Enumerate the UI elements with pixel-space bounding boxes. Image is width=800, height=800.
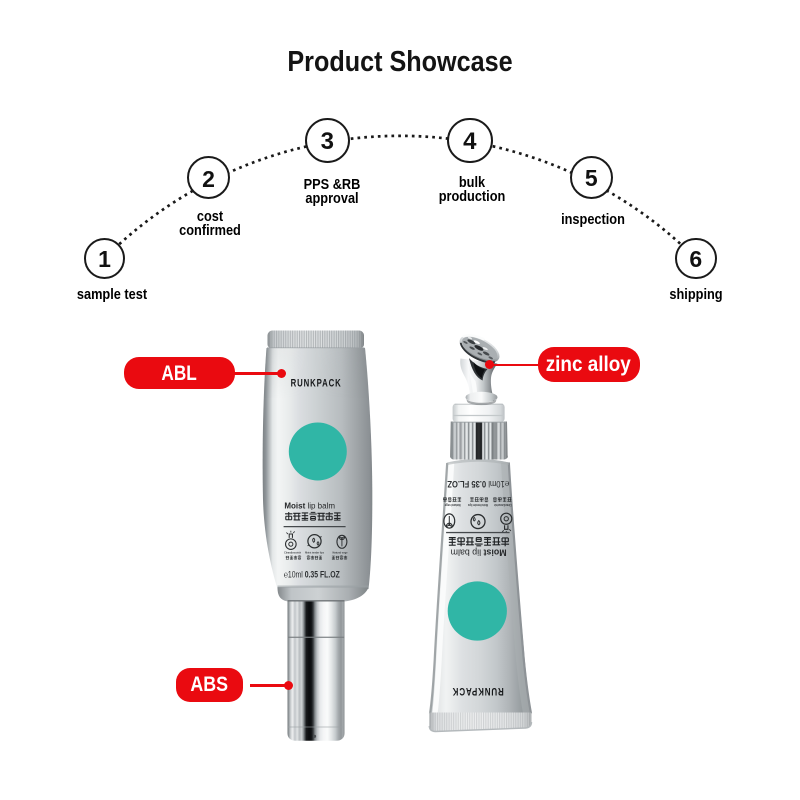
svg-text:Moist lip balm: Moist lip balm — [284, 501, 335, 511]
svg-text:℮10ml 0.35 FL.OZ: ℮10ml 0.35 FL.OZ — [284, 570, 340, 580]
svg-text:Moist tender lips: Moist tender lips — [305, 551, 324, 555]
svg-text:Clean&nourish: Clean&nourish — [494, 503, 512, 507]
svg-text:Natural vege: Natural vege — [333, 551, 348, 555]
svg-text:Natural vege: Natural vege — [444, 503, 460, 507]
svg-text:Moist tender lips: Moist tender lips — [468, 503, 488, 507]
svg-text:℮10ml 0.35 FL.OZ: ℮10ml 0.35 FL.OZ — [447, 479, 509, 490]
svg-text:RUNKPACK: RUNKPACK — [452, 685, 504, 697]
svg-text:Clean&nourish: Clean&nourish — [284, 551, 301, 555]
svg-text:RUNKPACK: RUNKPACK — [291, 377, 342, 389]
svg-text:Moist lip balm: Moist lip balm — [450, 548, 506, 558]
